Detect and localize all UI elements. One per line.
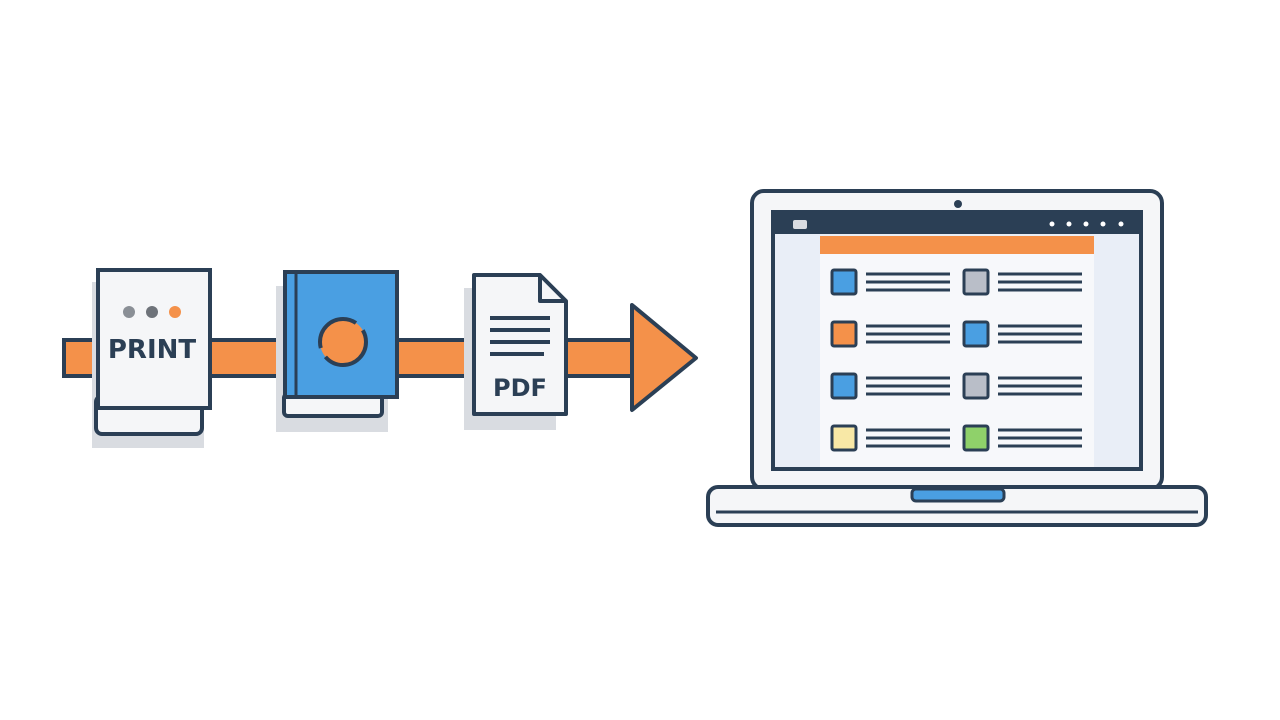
laptop-trackpad-notch [910,487,1006,503]
laptop-base [706,485,1208,527]
arrow-head [630,303,698,412]
print-dot-1 [123,306,135,318]
toolbar-dot-icon [1049,221,1055,227]
toolbar-dot-icon [1100,221,1106,227]
list-item-icon [830,268,858,296]
toolbar-dot-icon [1118,221,1124,227]
print-dot-3 [169,306,181,318]
blue-book-icon [276,270,399,432]
pdf-document-icon: PDF [464,273,568,430]
list-item-icon [830,372,858,400]
toolbar-dot-icon [1083,221,1089,227]
list-item-icon [962,320,990,348]
list-item-icon [830,424,858,452]
app-header-bar [820,236,1094,254]
app-panel [820,236,1094,467]
app-list [830,268,1082,452]
browser-toolbar [775,214,1139,234]
laptop-camera [954,200,962,208]
pdf-doc-sheet [472,273,568,416]
print-label: PRINT [108,335,197,365]
pdf-label: PDF [493,374,547,402]
browser-tab [793,220,807,229]
list-item-icon [830,320,858,348]
list-item-icon [962,424,990,452]
print-book-cover [96,268,212,410]
blue-book-emblem [318,317,368,367]
pdf-doc-fold [538,275,566,303]
list-item-icon [962,268,990,296]
laptop-icon [706,189,1208,527]
toolbar-dot-icon [1066,221,1072,227]
print-dot-2 [146,306,158,318]
print-book-icon: PRINT [92,268,212,448]
list-item-icon [962,372,990,400]
